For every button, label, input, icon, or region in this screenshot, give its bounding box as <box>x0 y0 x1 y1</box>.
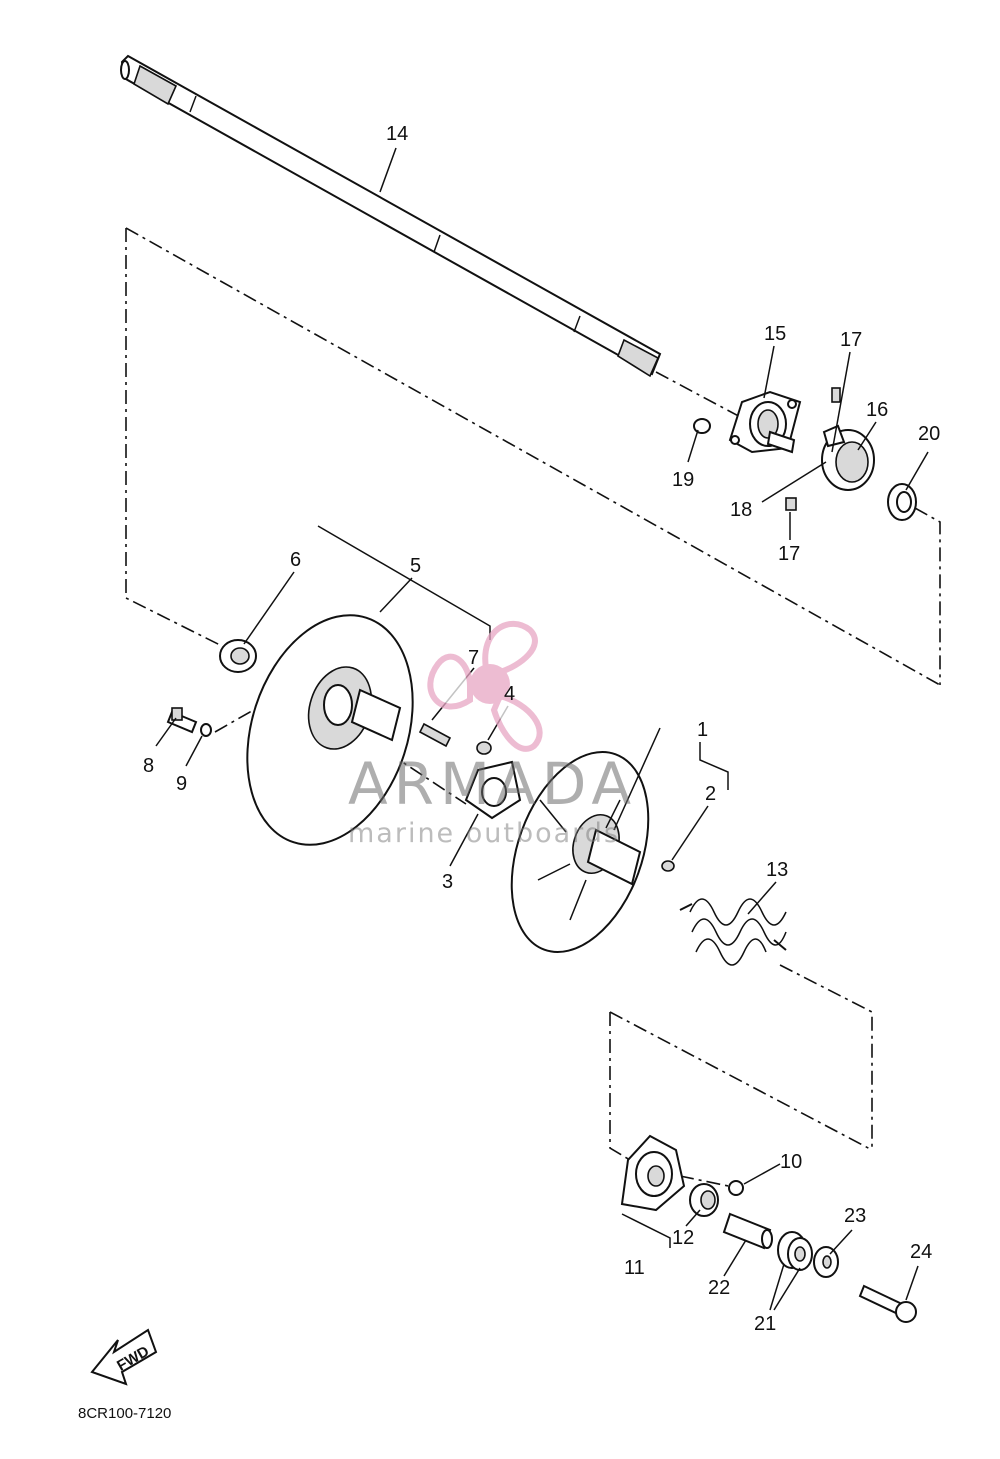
callout-14: 14 <box>386 123 408 145</box>
callout-1: 1 <box>697 719 708 741</box>
screw-part-2 <box>661 860 675 872</box>
pin-part-7 <box>418 722 452 748</box>
propeller-logo-icon <box>427 620 543 752</box>
callout-15: 15 <box>764 323 786 345</box>
callout-20: 20 <box>918 423 940 445</box>
callout-21: 21 <box>754 1313 776 1335</box>
bushing-part-12 <box>689 1183 719 1217</box>
brand-watermark: ARMADA marine outboards <box>348 620 637 849</box>
washer-part-9 <box>200 723 212 737</box>
nut-part-4 <box>476 741 492 755</box>
sheave-part-5 <box>246 614 414 846</box>
callout-10: 10 <box>780 1151 802 1173</box>
set-screw-part-17b <box>785 497 797 511</box>
callout-17-bottom: 17 <box>778 543 800 565</box>
callout-2: 2 <box>705 783 716 805</box>
bolt-part-24 <box>858 1284 917 1323</box>
collar-part-22 <box>722 1212 773 1250</box>
set-screw-part-17a <box>831 387 841 403</box>
sliding-sheave-part-1 <box>510 750 650 954</box>
roller-part-21 <box>777 1231 813 1271</box>
bearing-part-16 <box>821 424 875 491</box>
washer-part-23 <box>813 1246 839 1278</box>
assembly-lines <box>125 227 941 1189</box>
callout-19: 19 <box>672 469 694 491</box>
fwd-arrow-icon: FWD <box>90 1328 158 1386</box>
callout-24: 24 <box>910 1241 932 1263</box>
watermark-brand: ARMADA <box>348 750 637 818</box>
leader-lines <box>155 147 929 1311</box>
callout-16: 16 <box>866 399 888 421</box>
plate-part-3 <box>464 760 522 820</box>
callout-22: 22 <box>708 1277 730 1299</box>
washer-part-20 <box>887 483 917 521</box>
nut-part-19 <box>693 418 711 434</box>
callout-23: 23 <box>844 1205 866 1227</box>
callout-3: 3 <box>442 871 453 893</box>
seal-part-6 <box>219 639 257 673</box>
callout-12: 12 <box>672 1227 694 1249</box>
shaft-part-14 <box>120 54 662 378</box>
callout-18: 18 <box>730 499 752 521</box>
cover-part-11 <box>620 1134 686 1212</box>
drawing-code: 8CR100-7120 <box>78 1405 171 1422</box>
bolt-part-8 <box>166 707 198 734</box>
callout-8: 8 <box>143 755 154 777</box>
nut-part-10 <box>728 1180 744 1196</box>
callout-5: 5 <box>410 555 421 577</box>
callout-11: 11 <box>624 1257 645 1279</box>
callouts: 1 2 3 4 5 6 7 8 9 10 11 12 13 14 15 16 1… <box>143 123 940 1335</box>
small-fasteners <box>693 387 841 511</box>
callout-17-top: 17 <box>840 329 862 351</box>
callout-7: 7 <box>468 647 479 669</box>
callout-13: 13 <box>766 859 788 881</box>
bolt-part-18 <box>766 430 796 454</box>
callout-6: 6 <box>290 549 301 571</box>
callout-4: 4 <box>504 683 515 705</box>
watermark-tagline: marine outboards <box>348 818 620 849</box>
spring-part-13 <box>679 898 787 966</box>
callout-9: 9 <box>176 773 187 795</box>
